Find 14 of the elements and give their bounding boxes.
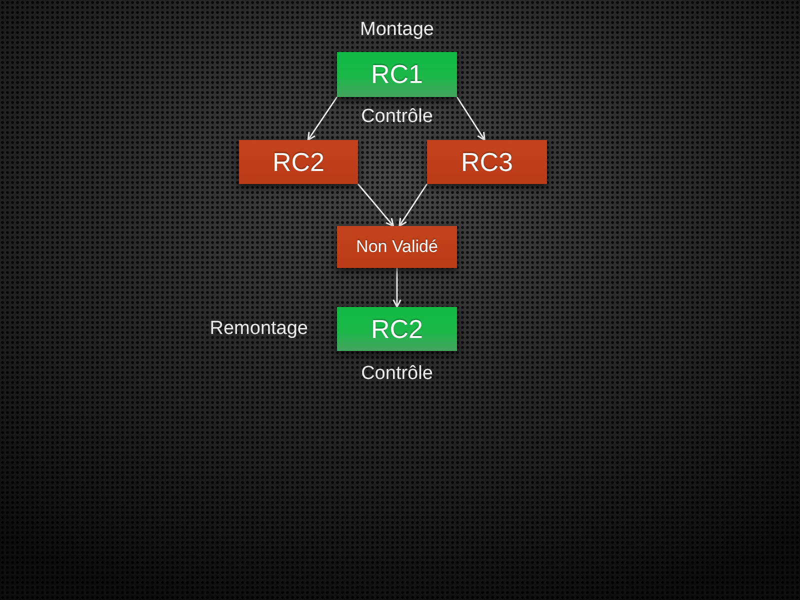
node-caption: Contrôle — [361, 362, 433, 385]
node-caption: Contrôle — [361, 105, 433, 128]
arrow — [456, 96, 486, 141]
arrow — [357, 184, 394, 227]
node-caption: Remontage — [210, 317, 308, 340]
process-box: RC2 — [239, 140, 358, 184]
process-box: RC1 — [337, 52, 457, 97]
process-box: Non Validé — [337, 226, 457, 268]
process-box: RC3 — [427, 140, 547, 184]
arrow — [398, 184, 428, 227]
arrow — [307, 96, 338, 141]
process-box: RC2 — [337, 307, 457, 351]
arrow — [392, 268, 402, 308]
node-caption: Montage — [360, 18, 434, 41]
